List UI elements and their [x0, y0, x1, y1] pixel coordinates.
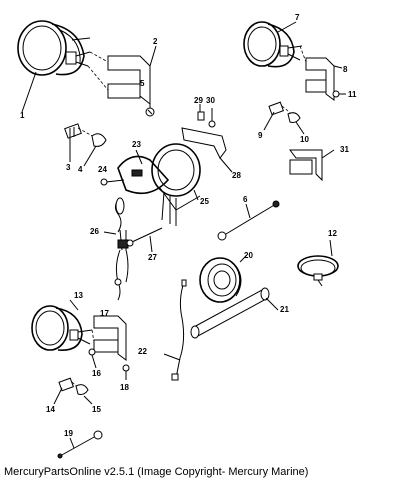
bracket-part-31	[289, 149, 335, 182]
part-label-1: 1	[20, 111, 25, 120]
part-label-13: 13	[74, 291, 83, 300]
part-label-26: 26	[90, 227, 99, 236]
bracket-part-28	[181, 127, 233, 173]
part-label-22: 22	[138, 347, 147, 356]
lead-part-19	[57, 430, 103, 459]
lead-part-6	[217, 200, 280, 241]
part-label-5: 5	[140, 79, 145, 88]
part-label-21: 21	[280, 305, 289, 314]
nut-part-18	[122, 364, 130, 380]
nut-part-5	[145, 104, 155, 117]
part-label-6: 6	[243, 195, 248, 204]
hourmeter-part-23	[117, 149, 170, 195]
gauge-part-1	[17, 20, 91, 113]
screw-part-24	[100, 178, 125, 186]
socket-part-9	[263, 101, 295, 131]
gauge-part-20	[199, 255, 247, 303]
part-label-4: 4	[78, 165, 83, 174]
tube-part-21	[190, 287, 279, 339]
screw-part-29	[197, 104, 205, 121]
washer-part-16	[88, 348, 97, 369]
part-label-16: 16	[92, 369, 101, 378]
part-label-11: 11	[348, 90, 357, 99]
part-label-31: 31	[340, 145, 349, 154]
part-label-3: 3	[66, 163, 71, 172]
part-label-10: 10	[300, 135, 309, 144]
gauge-part-13	[31, 299, 93, 351]
nut-part-11	[332, 90, 346, 98]
part-label-7: 7	[295, 13, 300, 22]
harness-part-26	[103, 197, 129, 301]
screw-part-30	[208, 108, 216, 128]
part-label-28: 28	[232, 171, 241, 180]
part-label-29: 29	[194, 96, 203, 105]
bulb-part-15	[75, 384, 93, 405]
part-label-27: 27	[148, 253, 157, 262]
part-label-2: 2	[153, 37, 158, 46]
housing-part-25	[151, 143, 201, 226]
part-label-12: 12	[328, 229, 337, 238]
part-label-17: 17	[100, 309, 109, 318]
part-label-18: 18	[120, 383, 129, 392]
clamp-part-12	[297, 239, 339, 287]
part-label-15: 15	[92, 405, 101, 414]
part-label-23: 23	[132, 140, 141, 149]
gauge-part-7	[243, 21, 303, 68]
lead-part-27	[126, 227, 163, 253]
part-label-25: 25	[200, 197, 209, 206]
part-label-20: 20	[244, 251, 253, 260]
part-label-30: 30	[206, 96, 215, 105]
copyright-footer: MercuryPartsOnline v2.5.1 (Image Copyrig…	[4, 466, 309, 478]
part-label-8: 8	[343, 65, 348, 74]
bracket-part-2	[87, 45, 157, 106]
bulb-part-4	[83, 133, 107, 167]
bracket-part-8	[299, 45, 343, 101]
part-label-9: 9	[258, 131, 263, 140]
socket-part-3	[64, 123, 97, 162]
sender-part-22	[163, 279, 187, 381]
part-label-14: 14	[46, 405, 55, 414]
part-label-19: 19	[64, 429, 73, 438]
part-label-24: 24	[98, 165, 107, 174]
bulb-part-10	[287, 112, 305, 135]
socket-part-14	[53, 377, 81, 405]
bracket-part-17	[91, 315, 127, 361]
